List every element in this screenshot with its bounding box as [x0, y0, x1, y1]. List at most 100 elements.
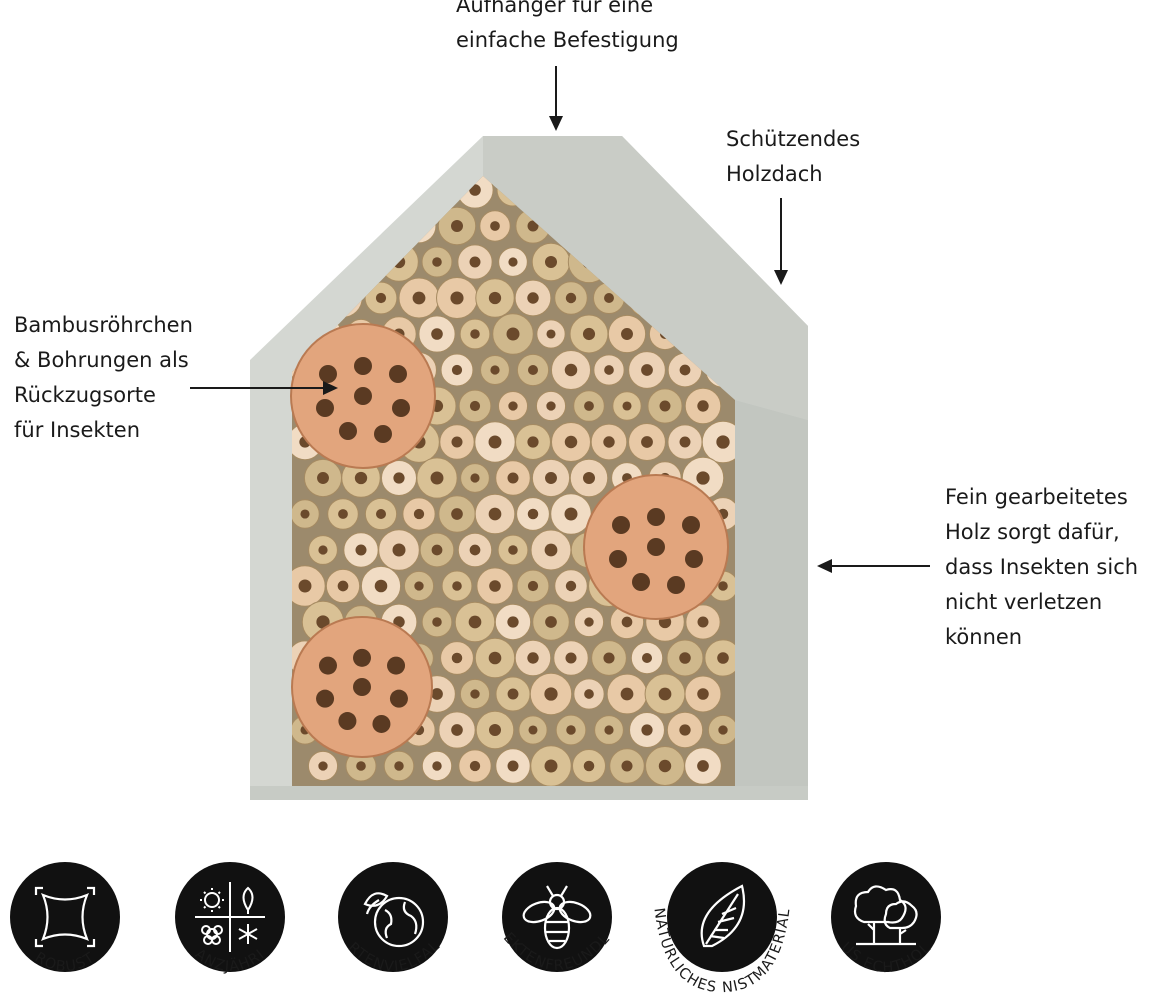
- tube: [630, 641, 664, 675]
- tube: [498, 247, 528, 277]
- tube: [398, 277, 440, 319]
- callout-wood-line: Holz sorgt dafür,: [945, 520, 1120, 544]
- tube: [292, 204, 327, 248]
- wood-disc: [291, 616, 433, 758]
- tube: [416, 457, 458, 499]
- tube: [421, 606, 453, 638]
- tube: [550, 493, 592, 535]
- tube: [292, 499, 320, 529]
- tube: [475, 278, 515, 318]
- tube: [327, 498, 359, 530]
- tube: [644, 673, 686, 715]
- tube: [687, 176, 719, 206]
- callout-hanger-line: einfache Befestigung: [456, 28, 679, 52]
- tube: [495, 748, 531, 784]
- tube: [345, 176, 377, 206]
- badge-circle: [502, 862, 612, 972]
- tube: [303, 458, 343, 498]
- tube: [628, 423, 666, 461]
- callout-hanger: Aufhänger für eine einfache Befestigung: [456, 0, 679, 58]
- tube: [612, 391, 642, 421]
- tube: [531, 242, 571, 282]
- tube: [421, 750, 453, 782]
- tube: [459, 318, 491, 350]
- four-seasons-icon: [195, 882, 265, 952]
- tube: [460, 463, 490, 493]
- tube: [573, 390, 605, 422]
- callout-wood-line: dass Insekten sich: [945, 555, 1139, 579]
- right-side: [735, 400, 808, 800]
- tube: [492, 313, 534, 355]
- tube: [459, 678, 491, 710]
- insect-hotel-image: [190, 66, 930, 800]
- tube: [609, 748, 645, 784]
- tube: [458, 749, 492, 783]
- tube: [707, 714, 735, 746]
- badge-circle: [10, 862, 120, 972]
- tube: [516, 569, 550, 603]
- tube: [684, 675, 722, 713]
- tube: [530, 745, 572, 786]
- tube: [550, 349, 592, 391]
- tube: [454, 601, 496, 643]
- tube: [418, 315, 456, 353]
- tube: [457, 532, 493, 568]
- tube: [305, 244, 341, 280]
- tube: [573, 606, 605, 638]
- callout-wood-line: können: [945, 625, 1023, 649]
- tube: [554, 569, 588, 603]
- tube: [308, 535, 338, 565]
- tube: [684, 387, 722, 425]
- tube: [364, 281, 398, 315]
- tube: [364, 497, 398, 531]
- tube: [569, 458, 609, 498]
- badge-echtholz: AUS ECHTHOLZ: [810, 840, 956, 1002]
- square-arrows-icon: [34, 886, 96, 948]
- leaf-icon: [700, 884, 746, 948]
- tube: [436, 277, 478, 319]
- tube: [666, 711, 704, 749]
- tube: [381, 176, 417, 208]
- callout-roof-line: Schützendes: [726, 127, 861, 151]
- tube: [457, 244, 493, 280]
- tube: [591, 640, 627, 676]
- tube: [474, 637, 516, 679]
- tube: [529, 672, 573, 716]
- callout-wood-line: Fein gearbeitetes: [945, 485, 1128, 509]
- tube: [647, 388, 683, 424]
- callout-wood-line: nicht verletzen: [945, 590, 1103, 614]
- tube: [532, 603, 570, 641]
- tube: [474, 421, 516, 463]
- callout-wood: Fein gearbeitetes Holz sorgt dafür, dass…: [945, 480, 1138, 655]
- tube: [325, 568, 361, 604]
- trees-icon: [853, 885, 918, 946]
- callout-tubes-line: & Bohrungen als: [14, 348, 189, 372]
- callout-roof-line: Holzdach: [726, 162, 823, 186]
- tube: [701, 420, 735, 464]
- tube: [553, 640, 589, 676]
- callout-tubes-line: Rückzugsorte: [14, 383, 156, 407]
- frame-bottom: [250, 786, 808, 800]
- tube: [590, 423, 628, 461]
- tube: [292, 565, 326, 607]
- tube: [629, 712, 665, 748]
- tube: [514, 279, 552, 317]
- tube: [536, 319, 566, 349]
- tube: [516, 497, 550, 531]
- tube: [550, 421, 592, 463]
- tube: [402, 497, 436, 531]
- tube: [421, 246, 453, 278]
- badge-nistmaterial: NATÜRLICHES NISTMATERIAL: [650, 852, 792, 1002]
- tube: [606, 673, 648, 715]
- callout-tubes-line: für Insekten: [14, 418, 140, 442]
- roof-side: [483, 136, 808, 420]
- badge-robust: ROBUST: [0, 852, 135, 1002]
- wood-disc: [583, 474, 729, 620]
- badge-artenvielfalt: ARTENVIELFALT: [317, 840, 463, 1002]
- tube: [305, 176, 341, 208]
- tube: [475, 710, 515, 750]
- tube: [403, 570, 435, 602]
- wood-disc: [290, 323, 436, 469]
- tube: [594, 715, 624, 745]
- callout-roof: Schützendes Holzdach: [726, 122, 860, 192]
